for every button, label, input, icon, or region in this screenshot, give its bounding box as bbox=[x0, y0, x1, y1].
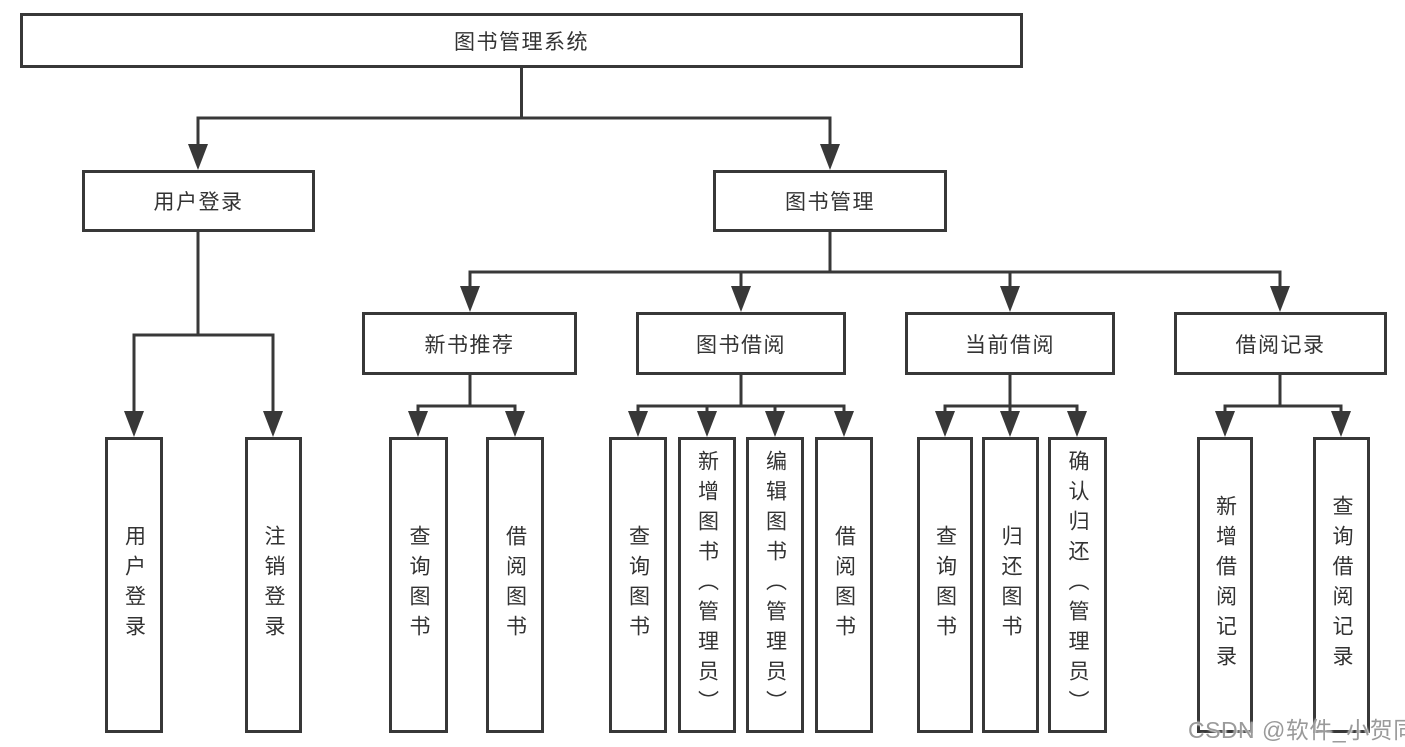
arrowhead-icon bbox=[1000, 411, 1020, 437]
arrowhead-icon bbox=[765, 411, 785, 437]
leaf-add-borrow-record-label: 新增借阅记录 bbox=[1213, 495, 1237, 675]
csdn-watermark: CSDN @软件_小贺同学 bbox=[1188, 717, 1405, 743]
leaf-borrow-books-recommend-label: 借阅图书 bbox=[503, 525, 527, 645]
leaf-logout: 注销登录 bbox=[245, 437, 302, 733]
connector-paths bbox=[132, 66, 1343, 419]
arrowhead-icon bbox=[697, 411, 717, 437]
connector-records-to-leaves bbox=[1223, 373, 1343, 419]
leaf-add-books-admin: 新增图书（管理员） bbox=[678, 437, 736, 733]
leaf-borrow-books-borrow: 借阅图书 bbox=[815, 437, 873, 733]
arrowhead-icon bbox=[1331, 411, 1351, 437]
arrowhead-icon bbox=[935, 411, 955, 437]
arrowhead-icon bbox=[460, 286, 480, 312]
arrowhead-icon bbox=[628, 411, 648, 437]
arrowhead-icon bbox=[1215, 411, 1235, 437]
leaf-query-books-borrow: 查询图书 bbox=[609, 437, 667, 733]
node-borrow-records-label: 借阅记录 bbox=[1235, 333, 1326, 357]
node-new-book-recommend-label: 新书推荐 bbox=[424, 333, 515, 357]
leaf-edit-books-admin-label: 编辑图书（管理员） bbox=[763, 450, 787, 720]
node-root: 图书管理系统 bbox=[20, 13, 1023, 68]
arrowhead-icon bbox=[188, 144, 208, 170]
connector-root-to-level2 bbox=[196, 66, 832, 152]
arrowhead-icon bbox=[505, 411, 525, 437]
leaf-edit-books-admin: 编辑图书（管理员） bbox=[746, 437, 804, 733]
arrowhead-icon bbox=[834, 411, 854, 437]
leaf-query-books-recommend-label: 查询图书 bbox=[407, 525, 430, 645]
arrowhead-icon bbox=[1067, 411, 1087, 437]
leaf-add-books-admin-label: 新增图书（管理员） bbox=[695, 450, 719, 720]
node-book-management: 图书管理 bbox=[713, 170, 947, 232]
node-user-login-label: 用户登录 bbox=[153, 191, 244, 214]
node-book-borrow: 图书借阅 bbox=[636, 312, 846, 375]
arrowhead-icon bbox=[408, 411, 428, 437]
node-current-borrow-label: 当前借阅 bbox=[965, 333, 1055, 357]
arrowheads bbox=[124, 144, 1351, 437]
leaf-query-books-current-label: 查询图书 bbox=[933, 525, 957, 645]
leaf-user-login: 用户登录 bbox=[105, 437, 163, 733]
leaf-query-books-recommend: 查询图书 bbox=[389, 437, 448, 733]
leaf-query-borrow-record: 查询借阅记录 bbox=[1313, 437, 1370, 733]
leaf-query-books-current: 查询图书 bbox=[917, 437, 973, 733]
arrowhead-icon bbox=[820, 144, 840, 170]
leaf-confirm-return-admin: 确认归还（管理员） bbox=[1048, 437, 1107, 733]
leaf-return-books-label: 归还图书 bbox=[999, 525, 1022, 645]
leaf-query-books-borrow-label: 查询图书 bbox=[626, 525, 650, 645]
arrowhead-icon bbox=[1270, 286, 1290, 312]
connector-borrow-to-leaves bbox=[636, 373, 846, 419]
leaf-confirm-return-admin-label: 确认归还（管理员） bbox=[1066, 450, 1089, 720]
node-user-login: 用户登录 bbox=[82, 170, 315, 232]
arrowhead-icon bbox=[1000, 286, 1020, 312]
arrowhead-icon bbox=[263, 411, 283, 437]
leaf-query-borrow-record-label: 查询借阅记录 bbox=[1330, 495, 1353, 675]
leaf-user-login-label: 用户登录 bbox=[122, 525, 146, 645]
leaf-add-borrow-record: 新增借阅记录 bbox=[1197, 437, 1253, 733]
connector-userlogin-to-leaves bbox=[132, 230, 275, 419]
node-current-borrow: 当前借阅 bbox=[905, 312, 1115, 375]
connector-bookmgmt-to-level3 bbox=[468, 230, 1282, 294]
leaf-logout-label: 注销登录 bbox=[262, 525, 285, 645]
leaf-borrow-books-borrow-label: 借阅图书 bbox=[832, 525, 856, 645]
arrowhead-icon bbox=[731, 286, 751, 312]
node-borrow-records: 借阅记录 bbox=[1174, 312, 1387, 375]
connector-newbooks-to-leaves bbox=[416, 373, 517, 419]
leaf-borrow-books-recommend: 借阅图书 bbox=[486, 437, 544, 733]
node-new-book-recommend: 新书推荐 bbox=[362, 312, 577, 375]
node-root-label: 图书管理系统 bbox=[454, 30, 589, 54]
leaf-return-books: 归还图书 bbox=[982, 437, 1039, 733]
node-book-management-label: 图书管理 bbox=[785, 191, 875, 214]
node-book-borrow-label: 图书借阅 bbox=[696, 333, 786, 357]
arrowhead-icon bbox=[124, 411, 144, 437]
